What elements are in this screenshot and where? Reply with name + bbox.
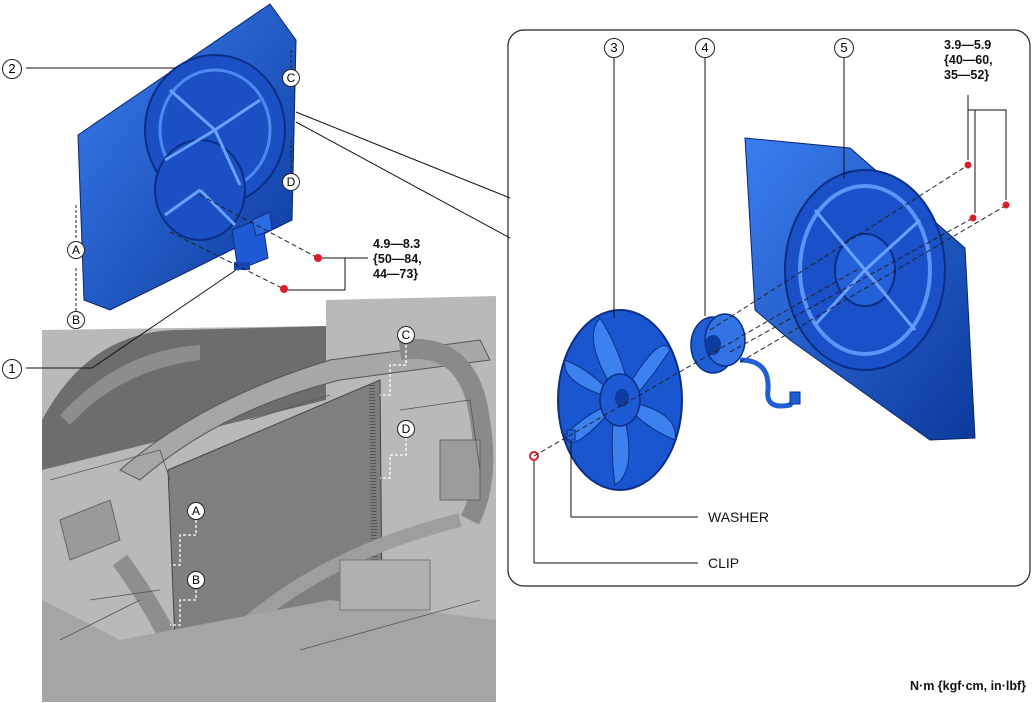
bracket-bolt-lower <box>280 285 288 293</box>
callout-part-5: 5 <box>834 38 854 58</box>
leader-part-1 <box>26 269 237 369</box>
torque-bracket-nm: 4.9—8.3 <box>373 237 421 251</box>
location-a-shroud: A <box>67 241 85 259</box>
motor-bolt <box>964 161 972 169</box>
location-a-engine: A <box>187 502 205 520</box>
fan-bracket-part <box>231 211 273 271</box>
fan-part-3 <box>557 309 683 491</box>
detail-panel-frame <box>507 29 1031 587</box>
torque-motor-inlbf: 35—52} <box>944 68 990 82</box>
bracket-bolt-upper <box>314 254 322 262</box>
location-d-engine: D <box>397 420 415 438</box>
leader-washer <box>570 440 698 518</box>
shroud-assembly-left <box>75 3 319 312</box>
callout-part-3: 3 <box>604 38 624 58</box>
leader-clip <box>533 461 698 564</box>
washer-label: WASHER <box>708 509 769 525</box>
clip-label: CLIP <box>708 555 740 571</box>
callout-part-1: 1 <box>2 359 22 379</box>
motor-torque-leader <box>967 109 1007 200</box>
location-d-shroud: D <box>282 173 300 191</box>
torque-spec-bracket: 4.9—8.3 {50—84, 44—73} <box>373 237 422 282</box>
location-b-engine: B <box>187 571 205 589</box>
callout-part-4: 4 <box>695 38 715 58</box>
engine-bay-illustration <box>42 296 496 702</box>
bracket-torque-leader <box>288 257 346 291</box>
location-c-engine: C <box>397 326 415 344</box>
torque-units-note: N·m {kgf·cm, in·lbf} <box>910 679 1026 693</box>
location-c-shroud: C <box>282 69 300 87</box>
torque-bracket-inlbf: 44—73} <box>373 267 419 281</box>
motor-bolt <box>969 214 977 222</box>
motor-bolt <box>1002 201 1010 209</box>
torque-motor-kgfcm: {40—60, <box>944 53 993 67</box>
clip-part <box>529 451 539 461</box>
torque-motor-nm: 3.9—5.9 <box>944 38 992 52</box>
shroud-part-5 <box>744 137 976 441</box>
callout-part-2: 2 <box>2 59 22 79</box>
torque-bracket-kgfcm: {50—84, <box>373 252 422 266</box>
torque-spec-motor: 3.9—5.9 {40—60, 35—52} <box>944 38 993 83</box>
location-b-shroud: B <box>67 311 85 329</box>
